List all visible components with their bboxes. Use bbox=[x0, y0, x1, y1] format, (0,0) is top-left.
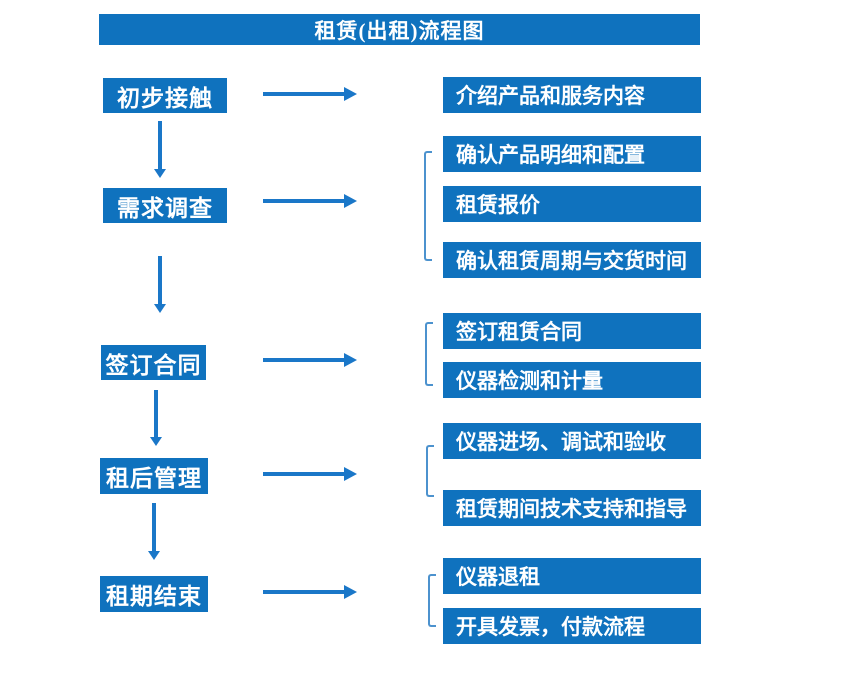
detail-box-instrument-testing: 仪器检测和计量 bbox=[443, 362, 701, 398]
group-bracket-demand-survey bbox=[424, 151, 432, 261]
group-bracket-rental-end bbox=[428, 574, 436, 627]
flowchart-title: 租赁(出租)流程图 bbox=[99, 14, 700, 45]
detail-box-rental-tech-support: 租赁期间技术支持和指导 bbox=[443, 490, 701, 526]
right-arrow-icon bbox=[263, 358, 344, 362]
group-bracket-post-rental-management bbox=[426, 445, 434, 497]
detail-box-sign-rental-contract: 签订租赁合同 bbox=[443, 313, 701, 349]
step-box-initial-contact: 初步接触 bbox=[103, 78, 227, 113]
down-arrow-icon bbox=[152, 503, 156, 551]
step-box-demand-survey: 需求调查 bbox=[103, 188, 227, 223]
down-arrow-icon bbox=[158, 256, 162, 304]
down-arrow-icon bbox=[158, 121, 162, 169]
detail-box-invoice-payment: 开具发票，付款流程 bbox=[443, 608, 701, 644]
step-box-sign-contract: 签订合同 bbox=[101, 345, 206, 380]
detail-box-instrument-setup-acceptance: 仪器进场、调试和验收 bbox=[443, 423, 701, 459]
step-box-post-rental-management: 租后管理 bbox=[100, 458, 208, 494]
right-arrow-icon bbox=[263, 92, 344, 96]
right-arrow-icon bbox=[263, 472, 344, 476]
down-arrow-icon bbox=[154, 390, 158, 437]
detail-box-introduce-products: 介绍产品和服务内容 bbox=[443, 77, 701, 113]
group-bracket-sign-contract bbox=[425, 322, 433, 386]
detail-box-instrument-return: 仪器退租 bbox=[443, 558, 701, 594]
detail-box-rental-quote: 租赁报价 bbox=[443, 186, 701, 222]
step-box-rental-end: 租期结束 bbox=[100, 576, 208, 612]
detail-box-confirm-rental-period: 确认租赁周期与交货时间 bbox=[443, 242, 701, 278]
right-arrow-icon bbox=[263, 590, 344, 594]
right-arrow-icon bbox=[263, 199, 344, 203]
detail-box-confirm-product-details: 确认产品明细和配置 bbox=[443, 136, 701, 172]
